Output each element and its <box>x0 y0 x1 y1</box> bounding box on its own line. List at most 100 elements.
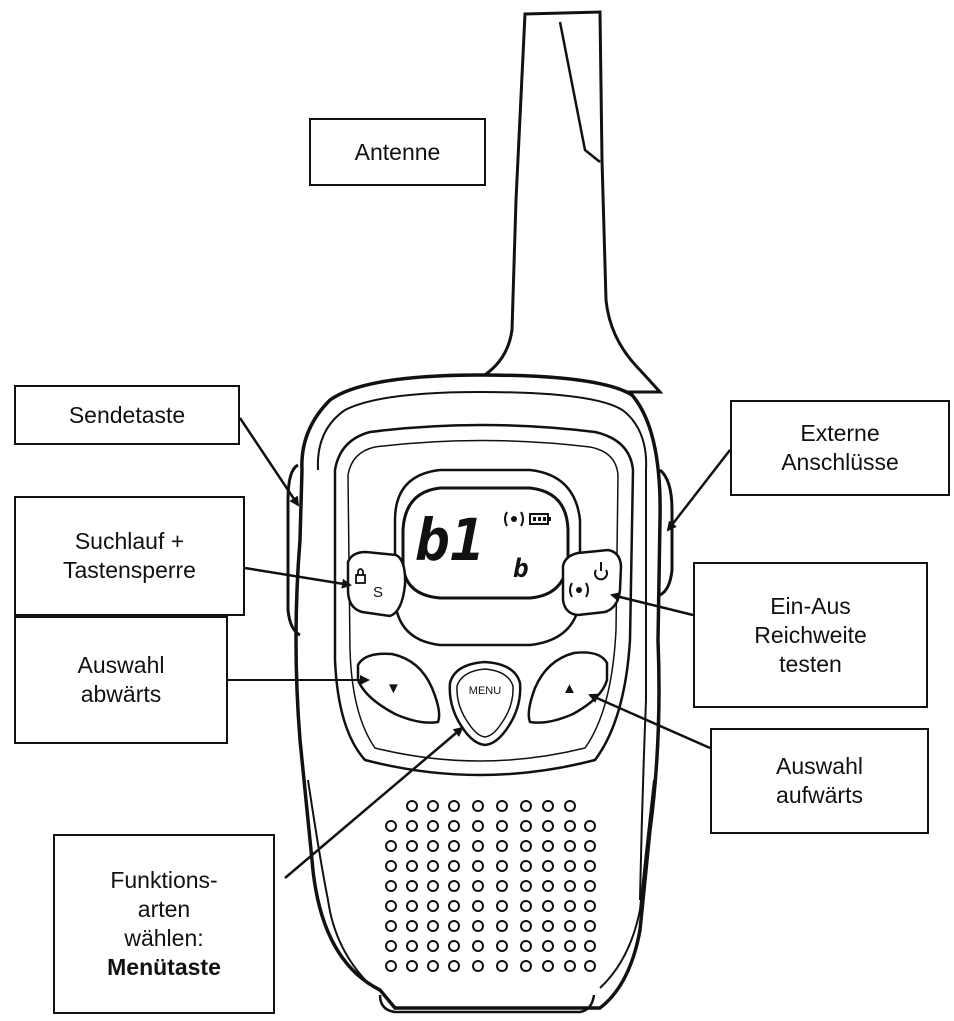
grille-hole <box>520 860 532 872</box>
grille-hole <box>584 880 596 892</box>
battery-icon <box>529 513 551 525</box>
grille-hole <box>520 800 532 812</box>
grille-hole <box>520 940 532 952</box>
label-arten: arten <box>137 896 191 922</box>
grille-hole <box>385 900 397 912</box>
callout-auswahl-aufwaerts: Auswahl aufwärts <box>710 728 929 834</box>
grille-hole <box>406 820 418 832</box>
grille-hole <box>584 960 596 972</box>
callout-menuetaste: Funktions- arten wählen: Menütaste <box>53 834 275 1014</box>
grille-hole <box>496 860 508 872</box>
grille-hole <box>472 800 484 812</box>
menu-key-label: MENU <box>469 685 501 697</box>
grille-hole <box>496 840 508 852</box>
grille-hole <box>448 840 460 852</box>
label-funktions: Funktions- <box>110 867 218 893</box>
grille-hole <box>406 940 418 952</box>
label-anschluesse: Anschlüsse <box>781 449 899 475</box>
grille-hole <box>472 960 484 972</box>
grille-hole <box>520 920 532 932</box>
label-testen: testen <box>779 650 842 677</box>
grille-hole <box>496 800 508 812</box>
lock-icon <box>355 568 366 584</box>
label-tastensperre: Tastensperre <box>63 557 196 583</box>
leader-ein-aus <box>610 592 694 617</box>
label-auswahl-abwaerts-1: Auswahl <box>77 652 165 678</box>
grille-hole <box>406 860 418 872</box>
grille-hole <box>496 900 508 912</box>
grille-hole <box>472 860 484 872</box>
grille-hole <box>427 800 439 812</box>
grille-hole <box>406 920 418 932</box>
power-range-key <box>561 548 623 617</box>
grille-hole <box>520 900 532 912</box>
speaker-grille <box>385 800 596 972</box>
grille-hole <box>406 840 418 852</box>
grille-hole <box>542 880 554 892</box>
grille-hole <box>564 860 576 872</box>
label-auswahl-aufwaerts-2: aufwärts <box>776 782 863 808</box>
grille-hole <box>385 840 397 852</box>
grille-hole <box>448 800 460 812</box>
callout-externe-anschluesse: Externe Anschlüsse <box>730 400 950 496</box>
grille-hole <box>542 860 554 872</box>
grille-hole <box>472 840 484 852</box>
grille-hole <box>427 960 439 972</box>
leader-sendetaste <box>238 417 300 507</box>
grille-hole <box>564 880 576 892</box>
grille-hole <box>448 880 460 892</box>
grille-hole <box>406 960 418 972</box>
grille-hole <box>448 860 460 872</box>
label-externe: Externe <box>800 420 880 446</box>
grille-hole <box>385 960 397 972</box>
scan-key-symbol: S <box>373 584 383 601</box>
leader-menu <box>284 726 464 879</box>
callout-antenne: Antenne <box>309 118 486 186</box>
grille-hole <box>520 840 532 852</box>
up-key-symbol: ▲ <box>562 680 577 697</box>
grille-hole <box>472 900 484 912</box>
grille-hole <box>584 840 596 852</box>
grille-hole <box>406 800 418 812</box>
grille-hole <box>564 960 576 972</box>
label-menuetaste: Menütaste <box>107 954 221 980</box>
grille-hole <box>542 940 554 952</box>
range-icon <box>569 582 589 598</box>
label-reichweite: Reichweite <box>754 621 867 648</box>
grille-hole <box>584 860 596 872</box>
grille-hole <box>584 920 596 932</box>
callout-suchlauf-tastensperre: Suchlauf + Tastensperre <box>14 496 245 616</box>
grille-hole <box>542 820 554 832</box>
grille-hole <box>584 900 596 912</box>
grille-hole <box>564 920 576 932</box>
grille-hole <box>496 960 508 972</box>
side-ptt-key <box>286 463 301 637</box>
up-key <box>527 651 609 724</box>
leader-auswahl-aufwaerts <box>588 693 711 750</box>
leader-extern <box>666 449 731 532</box>
grille-hole <box>448 900 460 912</box>
grille-hole <box>448 820 460 832</box>
grille-hole <box>496 940 508 952</box>
body-inner-outline <box>316 390 648 901</box>
grille-hole <box>427 840 439 852</box>
grille-hole <box>472 880 484 892</box>
left-side-grip <box>307 779 371 986</box>
grille-hole <box>406 900 418 912</box>
grille-hole <box>564 940 576 952</box>
down-key-symbol: ▼ <box>386 680 401 697</box>
antenna <box>439 10 664 394</box>
grille-hole <box>427 920 439 932</box>
grille-hole <box>584 940 596 952</box>
side-jack <box>658 468 674 597</box>
grille-hole <box>472 920 484 932</box>
grille-hole <box>564 800 576 812</box>
grille-hole <box>385 860 397 872</box>
menu-key <box>448 660 522 747</box>
down-key <box>356 652 441 724</box>
callout-auswahl-abwaerts: Auswahl abwärts <box>14 616 228 744</box>
label-suchlauf: Suchlauf + <box>74 528 185 554</box>
right-side-grip <box>599 779 655 989</box>
grille-hole <box>385 920 397 932</box>
